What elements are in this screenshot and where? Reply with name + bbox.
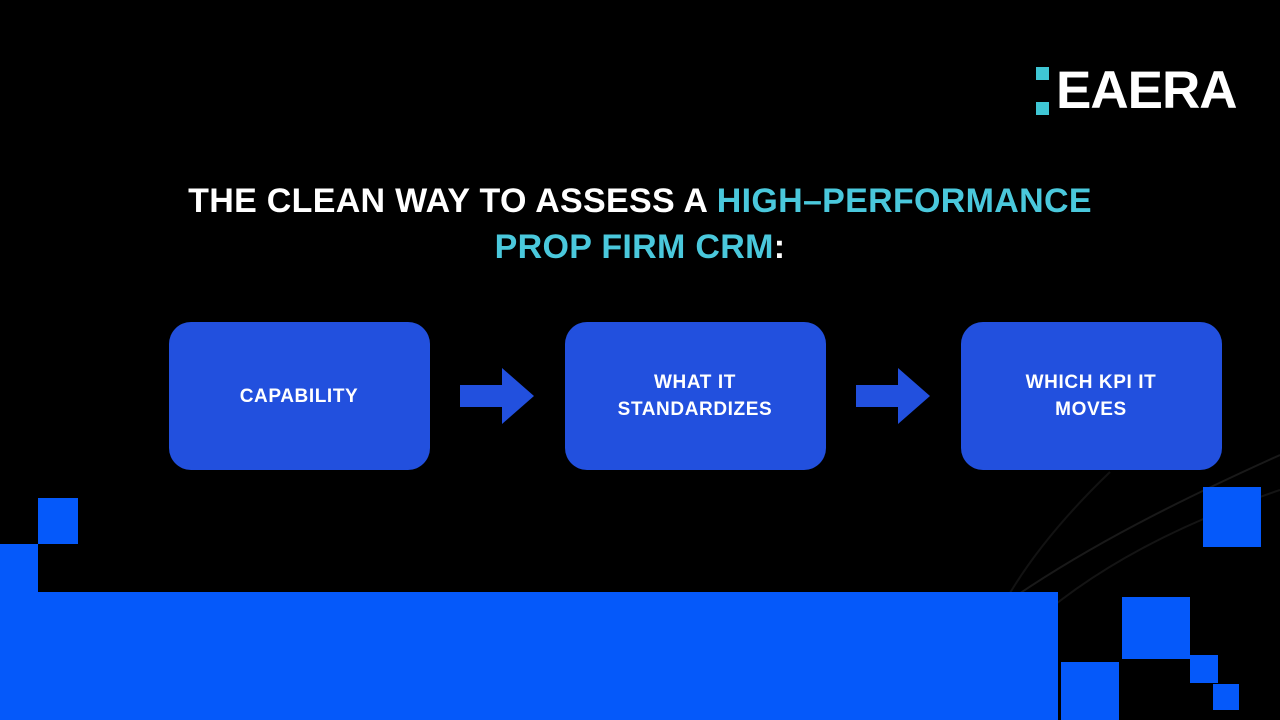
logo-square-top-icon [1036,67,1049,80]
flow-step-3-label: WHICH KPI IT MOVES [1026,369,1157,423]
decor-square-right-6 [1061,662,1119,720]
process-flow: CAPABILITY WHAT IT STANDARDIZES WHICH KP… [0,322,1280,470]
logo-square-bottom-icon [1036,102,1049,115]
decor-square-right-5 [1213,684,1239,710]
flow-step-which-kpi-it-moves[interactable]: WHICH KPI IT MOVES [960,322,1222,470]
flow-arrow-2 [826,368,961,424]
arrow-right-icon [460,368,534,424]
page-title: THE CLEAN WAY TO ASSESS A HIGH–PERFORMAN… [90,178,1190,270]
decor-square-right-2 [1000,592,1058,654]
headline-line1-plain: THE CLEAN WAY TO ASSESS A [188,182,717,220]
flow-step-3-line1: WHICH KPI IT [1025,372,1157,393]
logo-square-marks [1036,62,1053,120]
decor-square-right-1 [1203,487,1261,547]
headline-line1-accent: HIGH–PERFORMANCE [716,182,1092,220]
flow-step-capability[interactable]: CAPABILITY [168,322,430,470]
flow-step-3-line2: MOVES [1055,399,1127,420]
decor-square-right-3 [1122,597,1190,659]
decor-bottom-band [0,592,1058,720]
flow-step-2-label: WHAT IT STANDARDIZES [618,369,773,423]
brand-logo: EAERA [1036,61,1238,120]
flow-step-what-it-standardizes[interactable]: WHAT IT STANDARDIZES [564,322,826,470]
flow-step-2-line1: WHAT IT [654,372,736,393]
brand-name: EAERA [1056,61,1238,120]
flow-step-1-label: CAPABILITY [239,385,359,407]
flow-step-2-line2: STANDARDIZES [617,399,773,420]
decor-square-right-4 [1190,655,1218,683]
decor-band-left-step [0,544,38,594]
arrow-right-icon [856,368,930,424]
decor-square-top-left [38,498,78,544]
flow-arrow-1 [430,368,565,424]
headline-line2-plain: : [773,228,786,266]
headline-line2-accent: PROP FIRM CRM [494,228,774,266]
